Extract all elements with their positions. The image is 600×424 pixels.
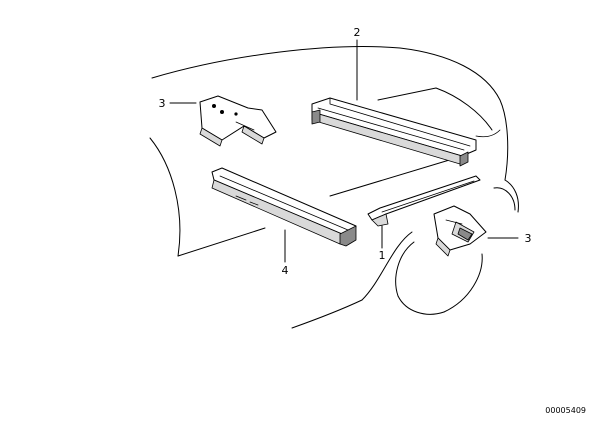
leader-lines xyxy=(169,39,519,263)
callout-label-2: 2 xyxy=(354,26,361,39)
wheel-arch xyxy=(395,241,483,315)
reference-number: 00005409 xyxy=(545,406,586,415)
callout-label-4: 4 xyxy=(282,264,289,277)
car-body-outline xyxy=(149,46,519,329)
callout-label-3-right: 3 xyxy=(525,232,532,245)
part-3-left-bracket xyxy=(199,95,277,147)
part-1-rail xyxy=(367,175,481,227)
part-4-rail xyxy=(211,167,357,247)
callout-label-1: 1 xyxy=(379,249,386,262)
part-3-right-bracket xyxy=(433,205,487,257)
callout-label-3-left: 3 xyxy=(159,97,166,110)
part-2-rail xyxy=(311,97,477,167)
